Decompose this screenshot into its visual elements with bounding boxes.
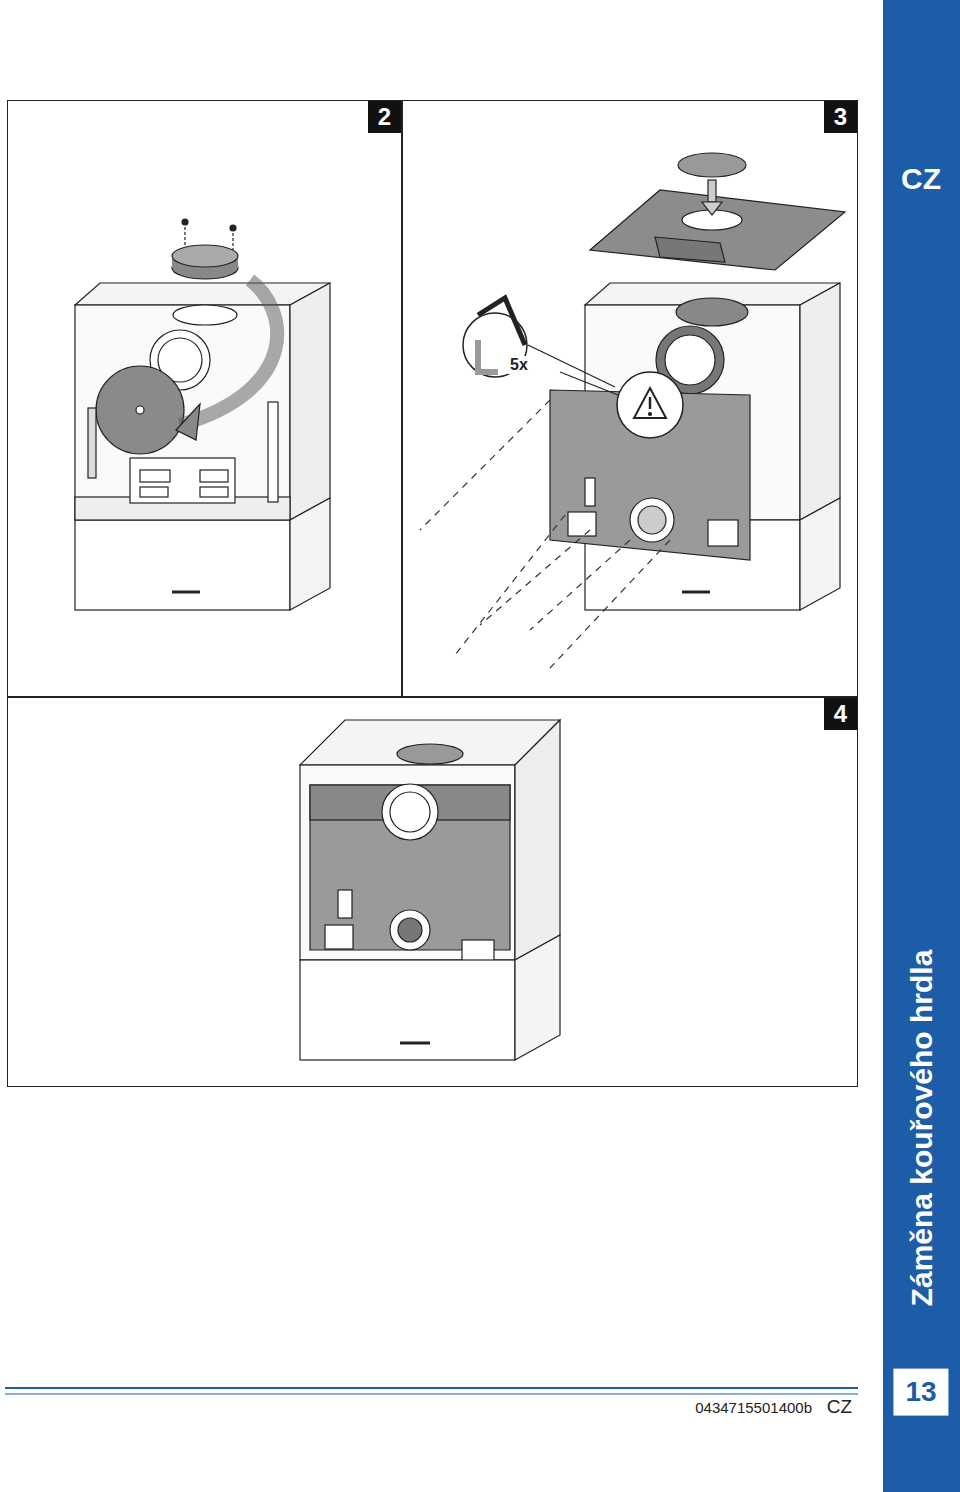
step-number: 4 xyxy=(824,698,857,730)
side-band: CZ Záměna kouřového hrdla 13 xyxy=(883,0,960,1492)
figure-panel: 2 xyxy=(7,100,402,697)
language-code: CZ xyxy=(901,162,941,195)
document-number: 0434715501400b xyxy=(695,1400,812,1417)
figure-panel: 4 xyxy=(7,697,858,1087)
language-code: CZ xyxy=(827,1397,852,1418)
section-title: Záměna kouřového hrdla xyxy=(905,950,938,1307)
quantity-label: 5x xyxy=(508,356,530,374)
figure-panel: 3 xyxy=(402,100,858,697)
step-number: 3 xyxy=(824,101,857,133)
step-number: 2 xyxy=(368,101,401,133)
page-number: 13 xyxy=(893,1369,948,1416)
